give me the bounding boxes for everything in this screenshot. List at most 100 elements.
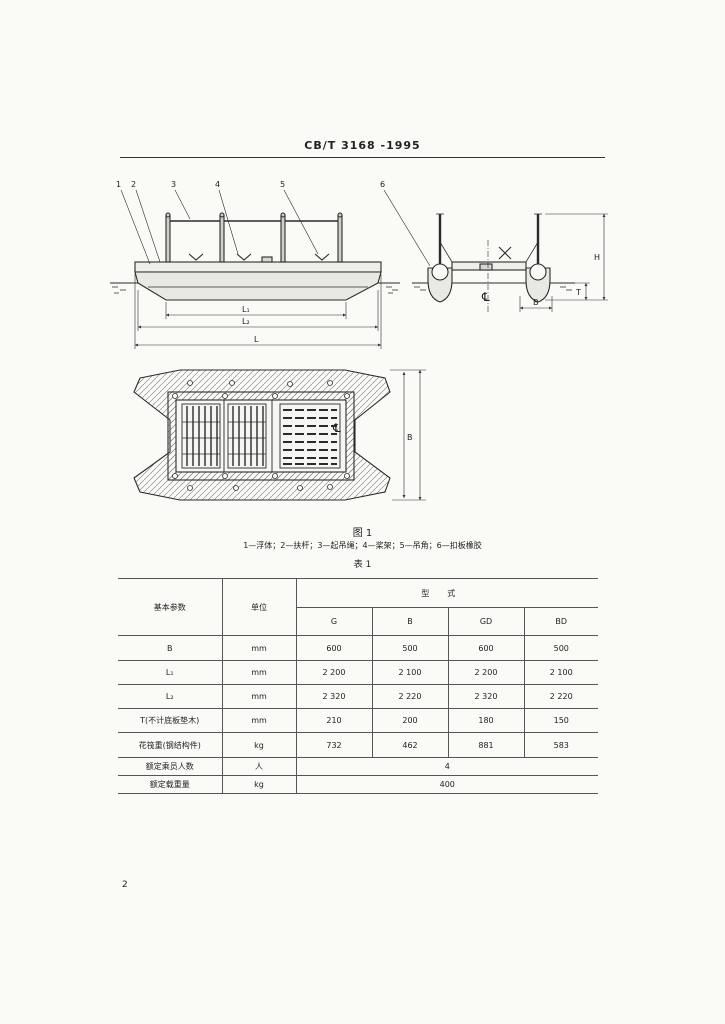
stanchion-cap — [280, 212, 286, 218]
cell: 881 — [447, 732, 525, 758]
leader-3 — [174, 189, 191, 220]
bolt — [297, 485, 303, 491]
bolt — [272, 393, 278, 399]
dim-label-l1: L₁ — [242, 305, 250, 314]
row-label: B — [118, 635, 223, 661]
table-row: B mm 600 500 600 500 — [118, 635, 598, 661]
table-row: 额定乘员人数 人 4 — [118, 757, 598, 776]
cell: 2 100 — [523, 660, 598, 685]
stanchion — [280, 215, 286, 263]
plan-dimensions — [390, 369, 426, 501]
row-label: 额定乘员人数 — [118, 757, 223, 776]
row-unit: 人 — [221, 757, 297, 776]
table-row: T(不计底板垫木) mm 210 200 180 150 — [118, 708, 598, 733]
cell: 200 — [371, 708, 449, 733]
plan-view — [133, 369, 426, 501]
deck-slats-panel-1 — [186, 406, 218, 466]
dim-label-l: L — [254, 335, 259, 344]
row-label: L₂ — [118, 684, 223, 709]
frame-members-plan — [223, 400, 273, 472]
bolt — [287, 381, 293, 387]
stanchions-side — [165, 212, 343, 263]
type-g-header: G — [296, 607, 373, 636]
bolt — [187, 485, 193, 491]
leader-5 — [283, 189, 319, 255]
shared-cell: 400 — [295, 775, 598, 794]
table-row: 花筏重(钢结构件) kg 732 462 881 583 — [118, 732, 598, 758]
type-bd-header: BD — [523, 607, 598, 636]
figure-legend: 1—浮体；2—扶杆；3—起吊绳；4—桨架；5—吊角；6—扣板橡胶 — [243, 541, 482, 550]
cell: 180 — [447, 708, 525, 733]
cell: 500 — [371, 635, 449, 661]
page-number: 2 — [122, 880, 128, 890]
row-unit: mm — [221, 660, 297, 685]
bolt — [222, 473, 228, 479]
parameter-table: 基本参数 单位 型式 G B GD BD B mm 600 500 600 50… — [118, 578, 598, 794]
water-marks-side — [112, 286, 398, 294]
table-row: 额定载重量 kg 400 — [118, 775, 598, 794]
deck-fitting-end — [479, 263, 493, 271]
row-unit: mm — [221, 708, 297, 733]
bolt — [344, 473, 350, 479]
dim-label-t: T — [575, 288, 581, 297]
cell: 2 320 — [447, 684, 525, 709]
cell: 2 220 — [523, 684, 598, 709]
stanchion — [219, 215, 225, 263]
table-header-row: 基本参数 单位 型式 — [118, 578, 598, 636]
oarlocks-side — [188, 253, 330, 261]
pontoon-tube-right — [529, 263, 547, 281]
callout-leaders — [120, 189, 431, 267]
type-group-header: 型式 — [295, 578, 598, 608]
water-marks-end — [414, 286, 572, 291]
unit-header: 单位 — [221, 578, 297, 636]
leader-2 — [135, 189, 161, 263]
row-label: T(不计底板垫木) — [118, 708, 223, 733]
deck-bars-panel-2 — [228, 421, 266, 455]
deck-side — [134, 261, 382, 273]
callout-2: 2 — [131, 180, 136, 189]
figure-caption: 图 1 — [352, 528, 373, 539]
type-gd-header: GD — [447, 607, 525, 636]
oarlock-end — [498, 246, 512, 260]
row-label: 花筏重(钢结构件) — [118, 732, 223, 758]
figure-1-drawing: 1 2 3 4 5 6 L₁ L₂ L H T B ℄ ℄ B — [110, 180, 608, 501]
end-extension-lines — [519, 213, 608, 312]
dim-label-b-end: B — [533, 298, 539, 307]
side-extension-lines — [134, 274, 382, 349]
header-rule — [120, 157, 605, 158]
bolt — [222, 393, 228, 399]
cell: 150 — [523, 708, 598, 733]
side-dimensions — [134, 274, 382, 349]
bolt — [229, 380, 235, 386]
bolt — [172, 473, 178, 479]
dim-label-l2: L₂ — [242, 317, 250, 326]
standard-number-header: CB/T 3168 -1995 — [304, 139, 421, 152]
stanchion-cap — [219, 212, 225, 218]
bolt — [272, 473, 278, 479]
type-b-header: B — [371, 607, 449, 636]
bolt — [344, 393, 350, 399]
deck-panel-1 — [181, 403, 221, 469]
row-unit: kg — [221, 775, 297, 794]
bolt — [187, 380, 193, 386]
pontoon-tube-left — [431, 263, 449, 281]
callout-3: 3 — [171, 180, 176, 189]
deck-panel-3 — [279, 403, 341, 469]
param-header: 基本参数 — [118, 578, 223, 636]
stanchion-braces-end — [436, 213, 542, 263]
row-unit: mm — [221, 635, 297, 661]
cell: 2 100 — [371, 660, 449, 685]
leader-1 — [120, 189, 151, 265]
cell: 732 — [295, 732, 373, 758]
hull-side — [134, 271, 382, 301]
bolt — [327, 380, 333, 386]
stanchion — [165, 215, 171, 263]
bolt — [327, 484, 333, 490]
cell: 2 200 — [295, 660, 373, 685]
leader-6 — [383, 189, 431, 267]
centerline-symbol-plan: ℄ — [332, 421, 341, 435]
callout-6: 6 — [380, 180, 385, 189]
bolts-plan — [172, 380, 350, 491]
drawing-labels: 1 2 3 4 5 6 L₁ L₂ L H T B ℄ ℄ B — [116, 180, 600, 442]
leader-4 — [218, 189, 239, 255]
